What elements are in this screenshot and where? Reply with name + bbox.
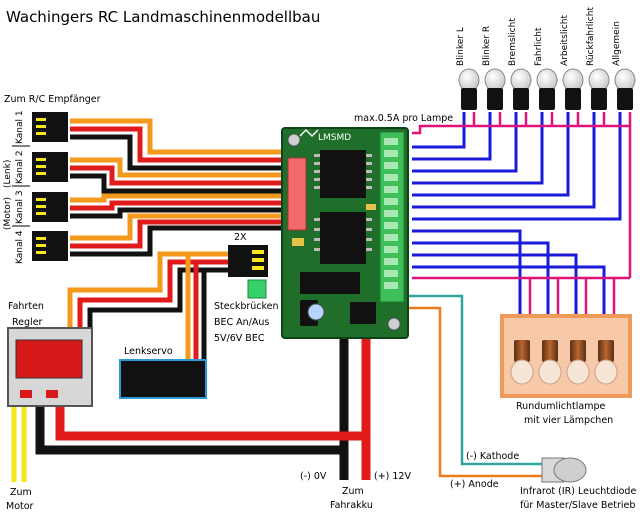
esc-box [7,327,93,407]
round-lamp-label-1: Rundumlichtlampe [516,401,606,412]
ir-cathode-label: (-) Kathode [466,451,520,462]
battery-minus-label: (-) 0V [300,471,327,482]
channel-3-label: Kanal 3 [15,190,25,224]
lamp-label-blinker-l: Blinker L [456,27,466,66]
lamp-label-arbeitslicht: Arbeitslicht [560,14,570,66]
jumper-text-1: Steckbrücken [214,301,279,312]
ir-led [541,457,587,483]
jumper-count-label: 2X [234,232,247,243]
channel-1-label: Kanal 1 [15,110,25,144]
channel-4-label: Kanal 4 [15,230,25,264]
battery-wires [35,320,371,480]
channel-note-lenk: (Lenk) [3,159,13,188]
motor-label-1: Zum [10,487,32,498]
battery-target-1: Zum [342,486,364,497]
motor-label-2: Motor [6,501,34,512]
ir-desc-2: für Master/Slave Betrieb [520,500,636,511]
ir-desc-1: Infrarot (IR) Leuchtdiode [520,486,637,497]
lamp-label-rueckfahrlicht: Rückfahrlicht [586,7,596,66]
esc-servo-wires [67,251,230,360]
jumper-text-3: 5V/6V BEC [214,333,265,344]
board-label: LMSMD [318,133,352,143]
channel-dividers [12,145,30,227]
motor-wires [11,405,27,482]
servo-label: Lenkservo [124,346,173,357]
battery-plus-label: (+) 12V [374,471,411,482]
battery-target-2: Fahrakku [330,500,373,511]
round-lamp-label-2: mit vier Lämpchen [524,415,614,426]
receiver-wires [70,118,292,257]
max-current-label: max.0.5A pro Lampe [354,113,454,124]
lamp-label-blinker-r: Blinker R [482,25,492,66]
top-lamp-bulbs [458,68,636,110]
ir-wires [404,294,545,478]
lamp-wires-magenta [412,112,632,318]
receiver-label: Zum R/C Empfänger [4,94,101,105]
channel-note-motor: (Motor) [3,196,13,230]
page-title: Wachingers RC Landmaschinenmodellbau [6,8,321,26]
lamp-label-allgemein: Allgemein [612,21,622,66]
jumper-connector [228,245,268,299]
channel-2-label: Kanal 2 [15,150,25,184]
lamp-wires-blue [412,112,622,318]
esc-label-1: Fahrten [8,301,44,312]
lmsmd-board [281,127,409,339]
jumper-text-2: BEC An/Aus [214,317,270,328]
round-lamp-box [500,314,632,398]
steering-servo [119,359,207,399]
lamp-label-fahrlicht: Fahrlicht [534,27,544,66]
ir-anode-label: (+) Anode [450,479,499,490]
receiver-connectors [32,112,68,261]
lamp-label-bremslicht: Bremslicht [508,18,518,66]
esc-label-2: Regler [12,317,43,328]
